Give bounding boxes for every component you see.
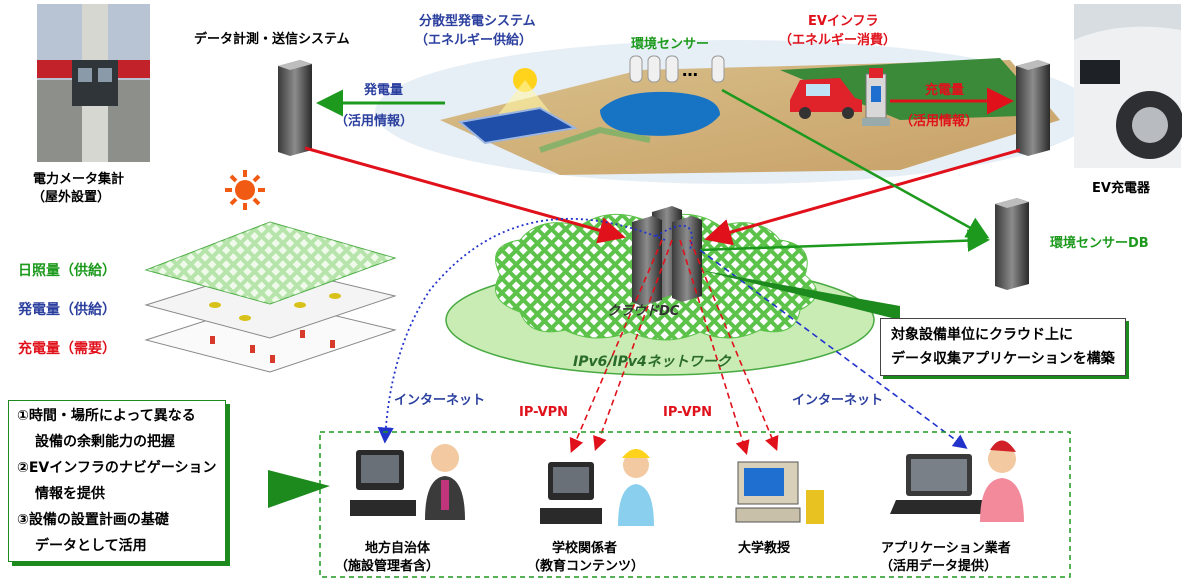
internet-line-right [699, 249, 968, 449]
benefits-note-box: ①時間・場所によって異なる 設備の余剰能力の把握 ②EVインフラのナビゲーション… [8, 400, 226, 562]
ev-infra-sub: （エネルギー消費） [779, 33, 897, 48]
computer-icon-local-gov [350, 450, 416, 516]
vpn-line-1 [569, 239, 663, 453]
ipvpn-label-2: IP-VPN [663, 405, 713, 420]
server-icon-left [278, 60, 312, 156]
cloud-dc-server-icon [632, 206, 702, 306]
ev-car-icon [790, 78, 862, 119]
callout-pointer [700, 270, 900, 320]
computer-icon-app [890, 454, 990, 514]
user-school-sub: （教育コンテンツ） [527, 559, 645, 574]
meter-label: 電力メータ集計 [33, 172, 125, 187]
sunlight-layer-label: 日照量（供給） [18, 263, 116, 279]
sensor-ellipsis: … [682, 61, 698, 80]
arrow-charger-to-cloud [704, 148, 1021, 246]
distributed-system-label: 分散型発電システム [419, 14, 536, 29]
callout-line-2: データ収集アプリケーションを構築 [891, 351, 1115, 367]
internet-right-label: インターネット [792, 393, 884, 408]
sun-left-icon [225, 170, 265, 210]
ev-infra-label: EVインフラ [808, 14, 879, 29]
arrow-sensor-to-db [721, 88, 990, 239]
user-local-gov-label: 地方自治体 [365, 541, 431, 556]
charging-label: 充電量 [925, 83, 965, 98]
person-icon-app [980, 440, 1024, 522]
vpn-line-3 [679, 239, 750, 456]
note-line-4: 情報を提供 [35, 486, 105, 502]
user-professor-label: 大学教授 [738, 541, 791, 556]
generation-layer-label: 発電量（供給） [18, 302, 116, 318]
distributed-system-sub: （エネルギー供給） [415, 33, 533, 48]
solar-panel-icon [457, 106, 578, 145]
generation-label: 発電量 [364, 83, 404, 98]
internet-left-label: インターネット [394, 393, 486, 408]
user-school-label: 学校関係者 [552, 541, 618, 556]
sensor-icons [629, 55, 725, 83]
note-line-3: ②EVインフラのナビゲーション [17, 460, 217, 476]
landscape-illustration [375, 40, 1095, 184]
cloud-callout-box: 対象設備単位にクラウド上に データ収集アプリケーションを構築 [880, 318, 1126, 376]
server-icon-right [1016, 60, 1050, 156]
meter-sub: （屋外設置） [32, 190, 111, 205]
charging-layer-label: 充電量（需要） [18, 341, 116, 357]
cloud-dc-label: クラウドDC [607, 304, 680, 319]
computer-icon-school [540, 462, 602, 524]
server-icon-db [995, 198, 1029, 290]
user-app-sub: （活用データ提供） [880, 559, 998, 574]
env-sensor-label: 環境センサー [631, 37, 710, 52]
arrow-meter-to-cloud [304, 146, 626, 244]
user-area-box [319, 431, 1071, 578]
computer-icon-professor [735, 461, 824, 524]
ipvpn-label-1: IP-VPN [519, 405, 569, 420]
env-sensor-db-label: 環境センサーDB [1050, 236, 1149, 251]
generation-sub: （活用情報） [335, 114, 414, 129]
note-line-6: データとして活用 [35, 538, 147, 554]
vpn-line-4 [689, 239, 779, 451]
note-line-1: ①時間・場所によって異なる [17, 408, 196, 424]
charging-sub: （活用情報） [900, 114, 979, 129]
user-app-label: アプリケーション業者 [881, 541, 1011, 556]
vpn-line-2 [593, 239, 673, 452]
layer-stack [144, 221, 397, 373]
note-line-5: ③設備の設置計画の基礎 [17, 512, 169, 528]
user-local-gov-sub: （施設管理者含） [335, 559, 440, 574]
ev-charger-label: EV充電器 [1092, 181, 1150, 196]
person-icon-local-gov [425, 444, 465, 520]
charging-station-icon [862, 68, 890, 126]
ev-charger-photo [1074, 4, 1182, 168]
data-system-label: データ計測・送信システム [194, 32, 350, 47]
note-line-2: 設備の余剰能力の把握 [35, 434, 175, 450]
meter-photo [37, 4, 150, 162]
callout-line-1: 対象設備単位にクラウド上に [891, 327, 1073, 343]
arrow-cloud-to-db [699, 229, 990, 252]
network-label: IPv6/IPv4ネットワーク [573, 354, 731, 370]
note-pointer [268, 470, 330, 508]
person-icon-school [618, 449, 654, 526]
